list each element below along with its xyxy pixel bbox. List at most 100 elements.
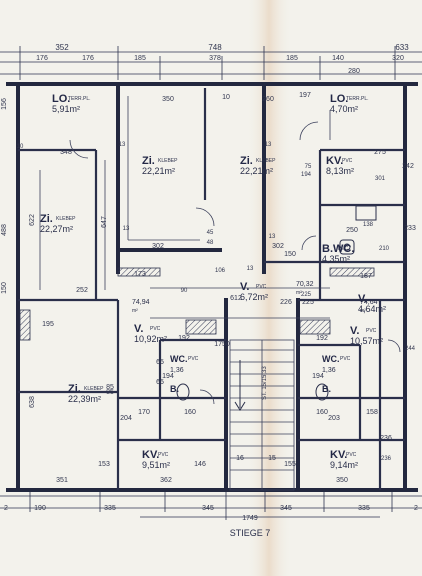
- room-area: 74,64: [360, 299, 378, 306]
- room-name: Zi.: [40, 213, 53, 225]
- dim-lower: 192: [316, 335, 328, 342]
- dim-left: 150: [1, 282, 8, 294]
- dim-left: 156: [1, 98, 8, 110]
- dim-lower: 1750: [214, 341, 230, 348]
- room-use: PVC: [338, 246, 349, 252]
- dim-lower: 190: [34, 505, 46, 512]
- dim-top-2: 320: [392, 55, 404, 62]
- dim-lower: 351: [56, 477, 68, 484]
- top-dimension-lines: [0, 46, 422, 80]
- dim-lower: 155: [284, 461, 296, 468]
- hatched-wall-segments: [19, 267, 375, 341]
- room-name: B.: [322, 384, 331, 394]
- outer-walls: [6, 82, 418, 492]
- dim-misc: 13: [269, 234, 276, 240]
- room-use: PVC: [366, 328, 377, 334]
- room-area: 22,27m²: [40, 224, 73, 234]
- dim-center: 275: [374, 149, 386, 156]
- detail-lines: [39, 96, 401, 491]
- dim-misc: 194: [301, 172, 312, 178]
- sanitary-fixtures: [176, 205, 377, 401]
- dim-center: 302: [272, 243, 284, 250]
- dim-top-3: 260: [262, 96, 274, 103]
- dim-lower: 1749: [242, 515, 258, 522]
- room-area: 10,57m²: [350, 336, 383, 346]
- dim-misc: 75: [305, 164, 312, 170]
- dim-top-2: 185: [134, 55, 146, 62]
- dim-lower: 2: [414, 505, 418, 512]
- dim-misc: 48: [207, 240, 214, 246]
- room-name: KV.: [142, 449, 159, 461]
- dim-lower: 16: [236, 455, 244, 462]
- room-area: 9,51m²: [142, 460, 170, 470]
- dim-lower: 2: [4, 505, 8, 512]
- dim-left: 638: [29, 396, 36, 408]
- dim-misc: 13: [119, 142, 126, 148]
- room-use: PVC: [346, 452, 357, 458]
- dim-center: 195: [42, 321, 54, 328]
- room-label-lo-left: LO.TERR.PL.5,91m²: [52, 93, 91, 114]
- dim-center: 348: [60, 149, 72, 156]
- dim-lower: 204: [120, 415, 132, 422]
- dim-lower: 194: [312, 373, 324, 380]
- dim-misc: 138: [363, 222, 374, 228]
- dim-center: 252: [76, 287, 88, 294]
- room-area: 4,35m²: [322, 254, 350, 264]
- dim-top-2: 378: [209, 55, 221, 62]
- dim-misc: 236: [381, 456, 392, 462]
- dim-misc: 90: [181, 288, 188, 294]
- dim-center: 242: [402, 163, 414, 170]
- bottom-dimension-lines: [0, 490, 422, 520]
- room-name: LO.: [52, 93, 70, 105]
- room-area: 1,36: [170, 367, 184, 374]
- room-name: WC.: [322, 354, 340, 364]
- room-use: m²: [132, 308, 138, 314]
- dim-misc: 13: [123, 226, 130, 232]
- dim-center: 302: [152, 243, 164, 250]
- dim-misc: 301: [375, 176, 386, 182]
- dim-lower: 65: [156, 379, 164, 386]
- dim-misc: 13: [247, 266, 254, 272]
- room-name: V.: [358, 293, 367, 305]
- dim-lower: 236: [380, 435, 392, 442]
- dim-top-1: 633: [395, 43, 409, 52]
- dim-center: 187: [360, 273, 372, 280]
- room-use: PVC: [150, 326, 161, 332]
- dim-center: 150: [284, 251, 296, 258]
- room-area: 5,91m²: [52, 104, 80, 114]
- dim-lower: 350: [336, 477, 348, 484]
- dim-left: 488: [1, 224, 8, 236]
- room-area: 22,21m²: [142, 166, 175, 176]
- room-use: KLEBEP: [84, 386, 104, 392]
- room-area: 4,70m²: [330, 104, 358, 114]
- dim-top-3: 197: [299, 92, 311, 99]
- room-area: 22,21m²: [240, 166, 273, 176]
- room-use: TERR.PL.: [346, 96, 369, 102]
- dim-center: 612: [230, 295, 242, 302]
- room-name: V.: [240, 281, 249, 293]
- room-area: 6,72m²: [240, 292, 268, 302]
- dim-misc: 10: [17, 144, 24, 150]
- dim-top-3: 350: [162, 96, 174, 103]
- dim-top-2: 185: [286, 55, 298, 62]
- room-use: PVC: [188, 356, 199, 362]
- room-area: 74,94: [132, 299, 150, 306]
- dim-left: 622: [29, 214, 36, 226]
- dim-misc: 45: [207, 230, 214, 236]
- room-name: Zi.: [142, 155, 155, 167]
- dim-top-2: 140: [332, 55, 344, 62]
- dim-misc: 244: [405, 346, 416, 352]
- room-use: PVC: [342, 158, 353, 164]
- dim-lower: 85: [106, 384, 114, 391]
- dim-top-2: 176: [82, 55, 94, 62]
- room-name: V.: [134, 323, 143, 335]
- stair-dimension: ST. 15/15,33: [262, 366, 268, 400]
